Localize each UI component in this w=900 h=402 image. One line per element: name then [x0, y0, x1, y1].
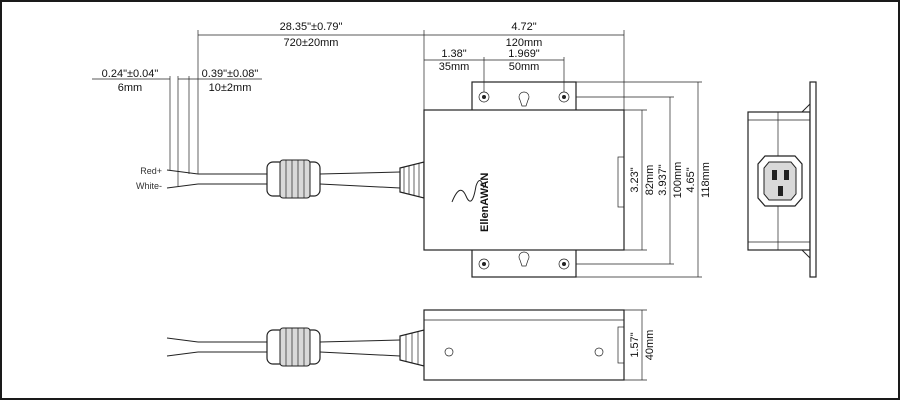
body-width-mm: 120mm: [506, 37, 543, 49]
body-width-inch: 4.72": [511, 21, 536, 33]
dim-cable-length: [197, 30, 425, 174]
svg-text:EllenAWAN: EllenAWAN: [479, 173, 491, 232]
wire-length-mm: 10±2mm: [209, 82, 252, 94]
bottom-cable: [166, 337, 401, 357]
thickness-mm: 40mm: [644, 330, 656, 361]
wire-length-inch: 0.39"±0.08": [202, 68, 259, 80]
adapter-body-front: [423, 309, 625, 381]
tab-offset-mm: 35mm: [439, 61, 470, 73]
iec-c14-inlet-icon: [757, 155, 803, 207]
body-height-inch: 3.23": [629, 167, 641, 192]
ferrite-core-top: [266, 159, 321, 199]
cable-length-mm: 720±20mm: [284, 37, 339, 49]
body-side-tab: [617, 156, 625, 208]
overall-height-mm: 118mm: [700, 162, 712, 198]
wire-label-red: Red+: [140, 166, 162, 176]
dim-heights: [576, 81, 702, 278]
strip-length-inch: 0.24"±0.04": [102, 68, 159, 80]
adapter-body-top: [423, 109, 625, 251]
tab-offset-inch: 1.38": [441, 48, 466, 60]
hole-spacing-mm: 50mm: [509, 61, 540, 73]
body-height-mm: 82mm: [644, 165, 656, 196]
hole-spacing-inch: 1.969": [508, 48, 540, 60]
hole-pitch-mm: 100mm: [672, 162, 684, 199]
wire-label-white: White-: [136, 181, 162, 191]
strip-length-mm: 6mm: [118, 82, 142, 94]
overall-height-inch: 4.65": [685, 167, 697, 192]
brand-logo: EllenAWAN: [451, 173, 491, 232]
ferrite-core-bottom: [266, 327, 321, 367]
strain-relief-bottom: [399, 329, 425, 367]
dim-thickness: [624, 309, 647, 381]
wire-ends-top: [166, 169, 199, 189]
hole-pitch-inch: 3.937": [657, 164, 669, 196]
dim-hole-spacing: [424, 57, 565, 92]
dim-wire-ends: [92, 76, 262, 174]
top-cable: [198, 171, 401, 189]
thickness-inch: 1.57": [629, 332, 641, 357]
strain-relief-top: [399, 161, 425, 199]
cable-length-inch: 28.35"±0.79": [280, 21, 343, 33]
